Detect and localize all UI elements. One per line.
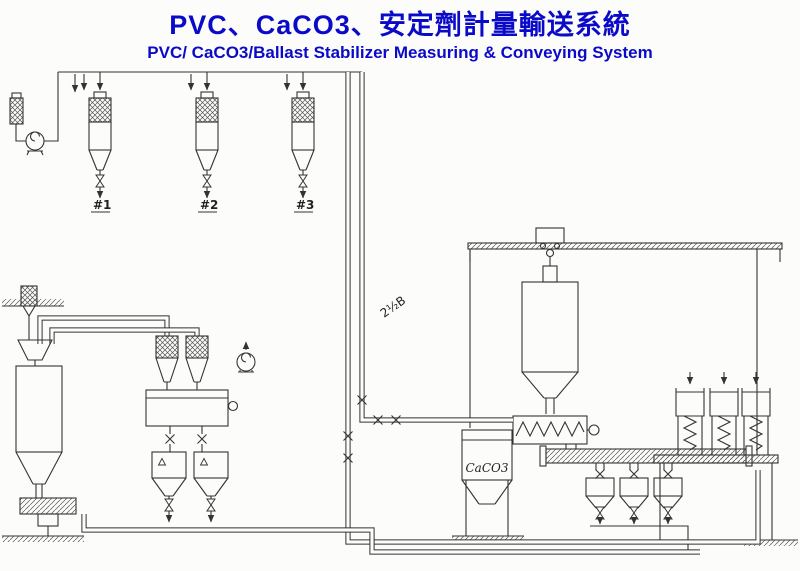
bag-filter-icon bbox=[291, 97, 315, 123]
discharge-valve-icon bbox=[298, 174, 308, 188]
drop-valve-icon bbox=[594, 468, 606, 480]
inlet-filter-icon bbox=[9, 97, 24, 125]
diverter-valve-icon bbox=[196, 433, 208, 445]
twin-cyclone-weigh-unit bbox=[145, 335, 239, 523]
weigh-scale-icon bbox=[19, 497, 77, 515]
silo-body bbox=[521, 281, 579, 373]
left-day-bin-unit bbox=[2, 285, 84, 542]
bag-filter-icon bbox=[155, 335, 179, 359]
weigh-hopper-1 bbox=[151, 451, 187, 479]
feeder-box bbox=[512, 415, 588, 445]
ground-hatch bbox=[452, 536, 524, 542]
receiver-collect-line bbox=[590, 525, 689, 550]
day-bin-body bbox=[15, 365, 63, 453]
feeder-platform bbox=[653, 454, 798, 546]
bag-filter-icon bbox=[185, 335, 209, 359]
caco3-label: CaCO3 bbox=[466, 461, 509, 475]
cyclone-body bbox=[88, 121, 112, 151]
discharge-valve-icon bbox=[202, 174, 212, 188]
discharge-valve-icon bbox=[629, 506, 639, 520]
ground-hatch bbox=[2, 536, 84, 542]
bottom-receiver-2 bbox=[619, 477, 649, 525]
caco3-silo: CaCO3 bbox=[452, 429, 524, 542]
bag-filter-icon bbox=[88, 97, 112, 123]
diverter-valve-icon bbox=[164, 433, 176, 445]
supply-manifold bbox=[58, 71, 362, 93]
receiving-station-3: #3 bbox=[291, 91, 315, 213]
stabilizer-feeder-3 bbox=[741, 372, 771, 455]
ceiling-filter-icon bbox=[20, 285, 38, 307]
title-english: PVC/ CaCO3/Ballast Stabilizer Measuring … bbox=[147, 43, 653, 62]
vibrating-feeder bbox=[512, 415, 600, 449]
station-3-label: #3 bbox=[296, 198, 314, 212]
weigh-hopper-2 bbox=[193, 451, 229, 479]
drop-valve-icon bbox=[662, 468, 674, 480]
drop-valve-icon bbox=[628, 468, 640, 480]
silo-body bbox=[461, 429, 513, 481]
cyclone-body bbox=[291, 121, 315, 151]
bag-filter-icon bbox=[195, 97, 219, 123]
top-blower-unit bbox=[9, 72, 59, 156]
title-chinese: PVC、CaCO3、安定劑計量輸送系統 bbox=[169, 10, 631, 40]
left-transfer-pipes bbox=[37, 315, 200, 344]
ground-hatch bbox=[744, 540, 798, 546]
pipe-size-label: 2½B bbox=[378, 293, 409, 320]
discharge-valve-icon bbox=[663, 506, 673, 520]
center-blower bbox=[236, 341, 256, 373]
overhead-crane bbox=[467, 227, 783, 455]
bottom-receiver-3 bbox=[653, 477, 683, 525]
stabilizer-feeder-1 bbox=[675, 372, 705, 455]
main-silo bbox=[521, 265, 579, 414]
diverter-valve-cluster bbox=[342, 394, 402, 464]
discharge-valve-icon bbox=[206, 498, 216, 512]
cyclone-body bbox=[195, 121, 219, 151]
feeder-motor-icon bbox=[588, 424, 600, 436]
station-2-label: #2 bbox=[200, 198, 218, 212]
title-block: PVC、CaCO3、安定劑計量輸送系統 PVC/ CaCO3/Ballast S… bbox=[0, 0, 800, 63]
filter-cap bbox=[11, 92, 22, 99]
receiving-station-1: #1 bbox=[88, 91, 112, 213]
vibrator-motor-icon bbox=[227, 400, 239, 412]
bottom-receiver-1 bbox=[585, 477, 615, 525]
hoist-trolley-icon bbox=[535, 227, 565, 244]
discharge-valve-icon bbox=[164, 498, 174, 512]
collecting-box bbox=[145, 389, 229, 427]
conveying-pipes bbox=[81, 72, 761, 555]
monorail-beam bbox=[467, 242, 783, 250]
discharge-valve-icon bbox=[595, 506, 605, 520]
stabilizer-feeder-2 bbox=[709, 372, 739, 455]
receiving-station-2: #2 bbox=[195, 91, 219, 213]
station-1-label: #1 bbox=[93, 198, 111, 212]
discharge-valve-icon bbox=[95, 174, 105, 188]
